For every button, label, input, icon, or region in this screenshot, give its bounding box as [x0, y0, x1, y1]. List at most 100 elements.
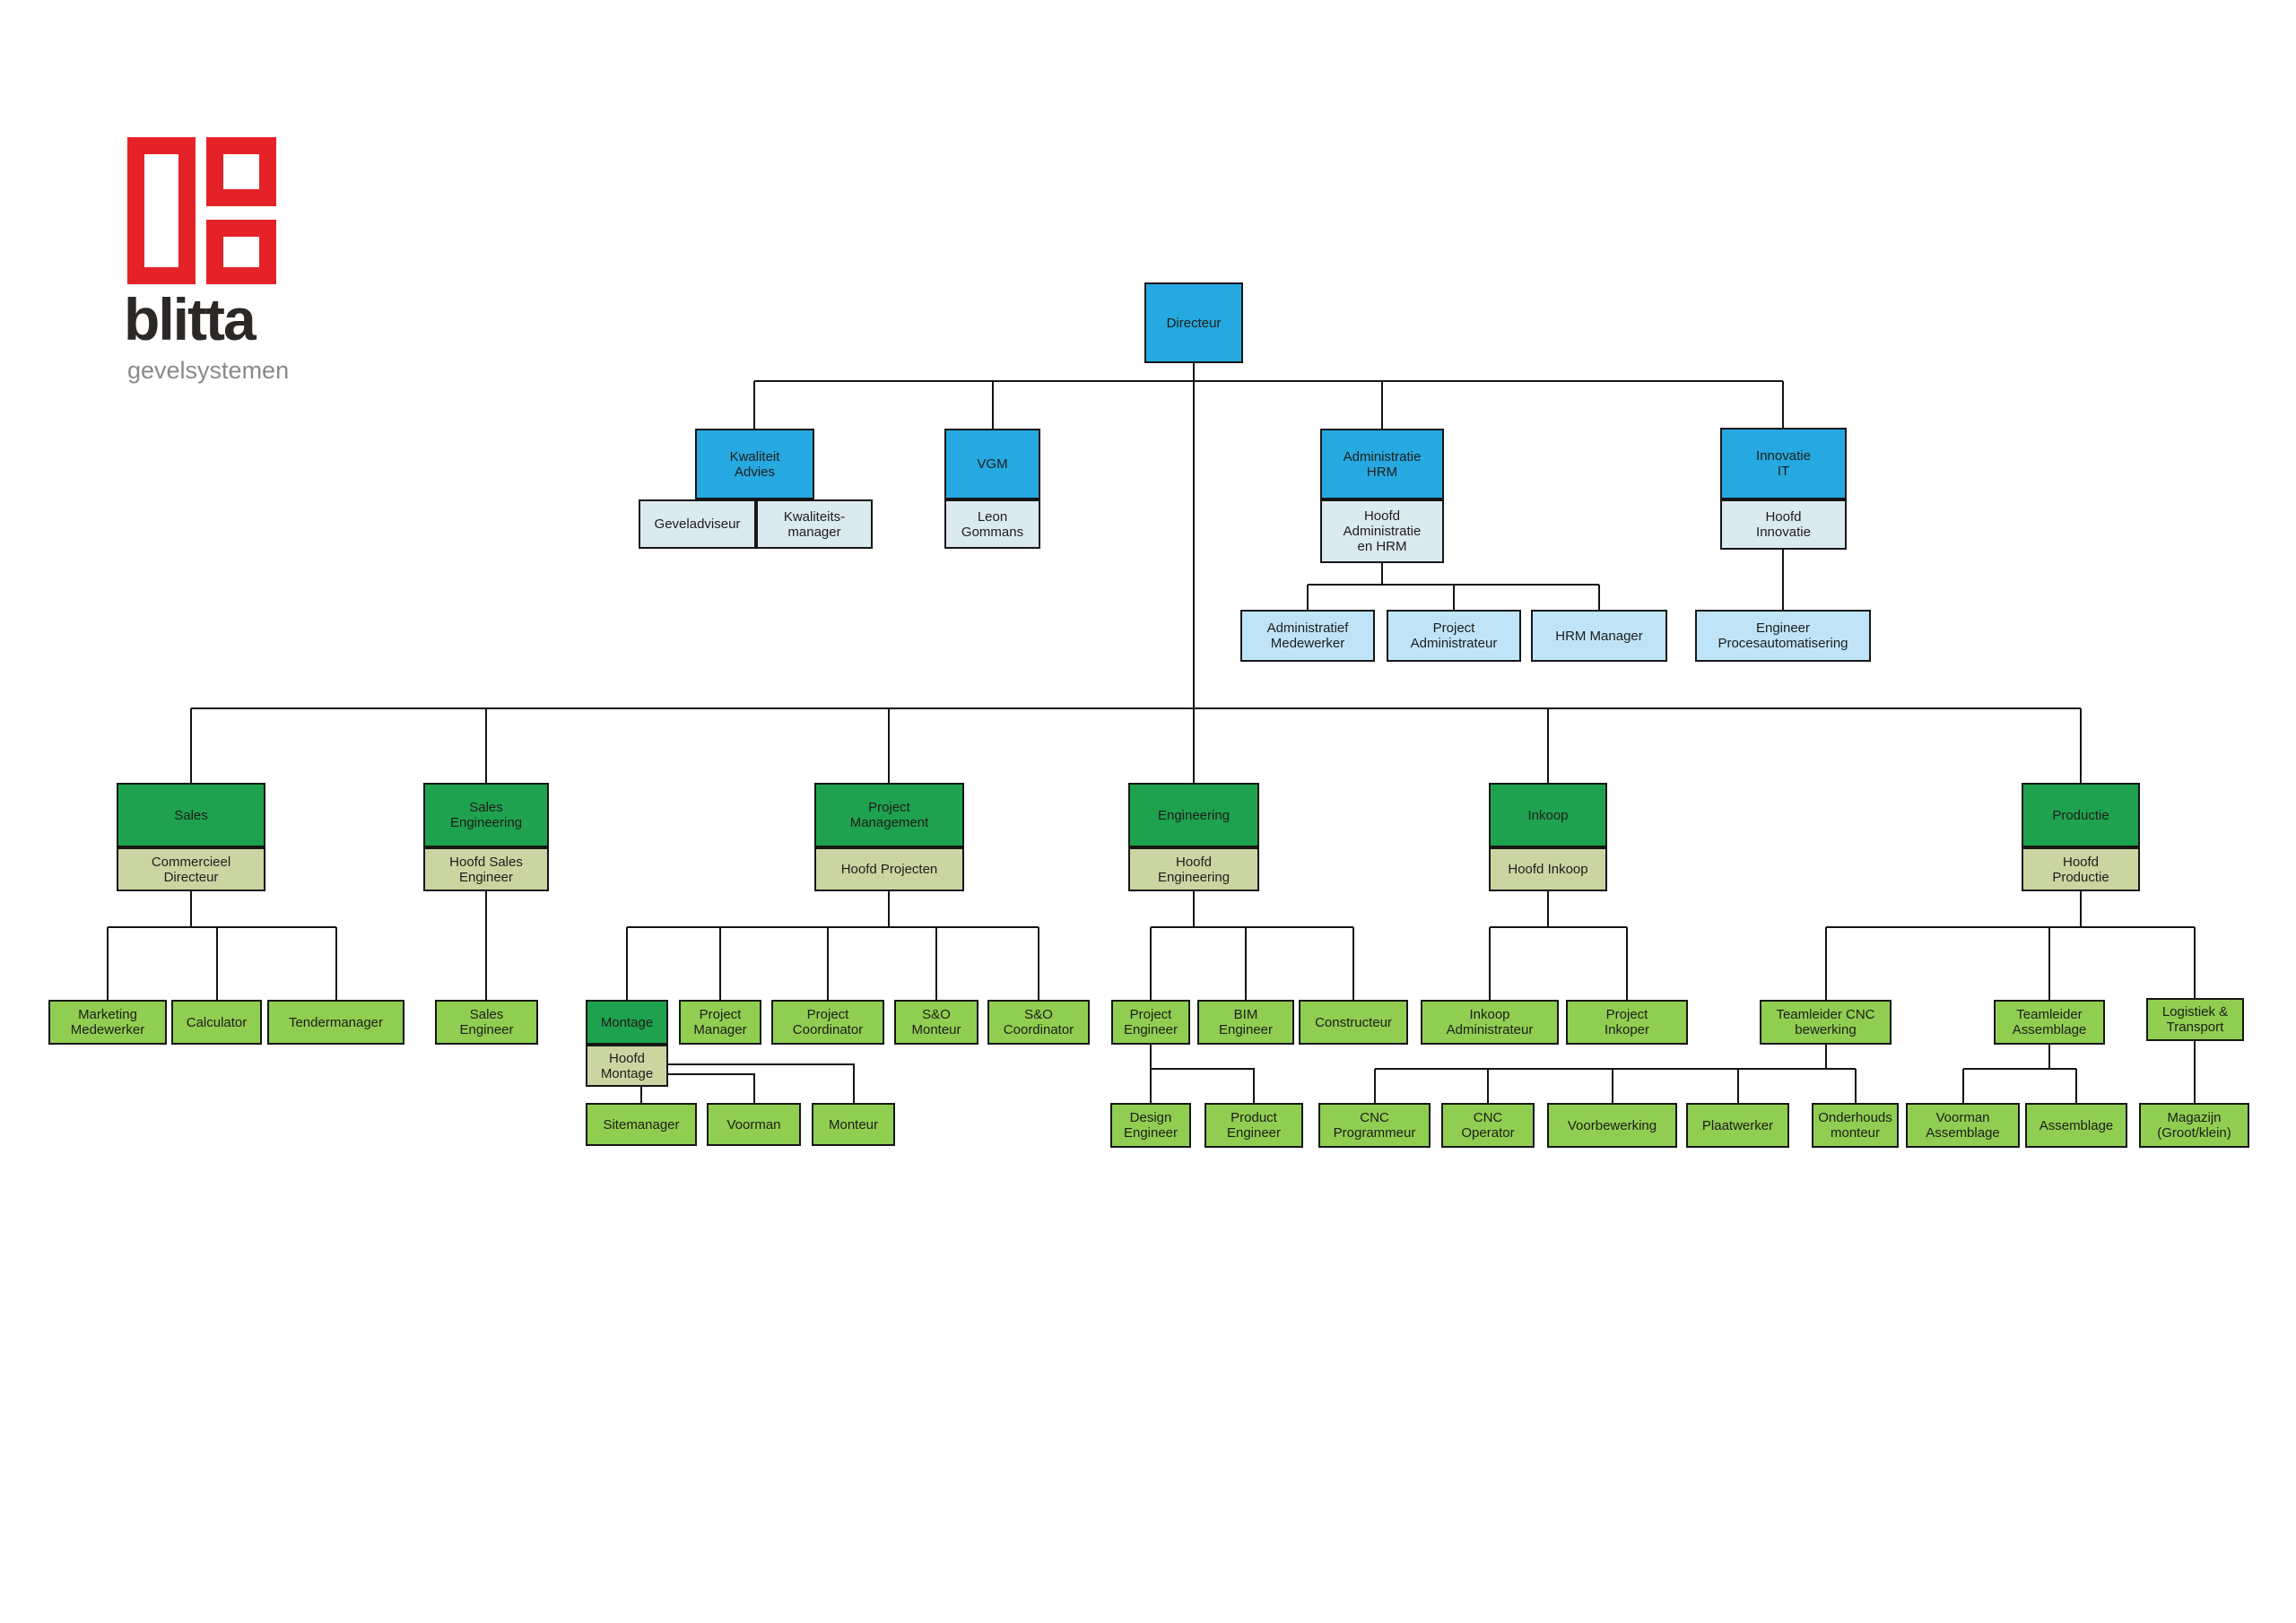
- project-manager-label: Project Manager: [693, 1007, 747, 1037]
- voorbewerking-box: Voorbewerking: [1547, 1103, 1677, 1148]
- engineering-label: Engineering: [1157, 807, 1231, 823]
- kwaliteit-advies-label: Kwaliteit Advies: [729, 448, 780, 480]
- connector-line: [668, 1063, 855, 1103]
- product-engineer-box: Product Engineer: [1205, 1103, 1303, 1148]
- marketing-medewerker-label: Marketing Medewerker: [70, 1007, 145, 1037]
- project-management-box: Project Management: [814, 783, 964, 847]
- sales-box: Sales: [117, 783, 265, 847]
- administratie-hrm-box: Administratie HRM: [1320, 429, 1444, 499]
- logistiek-transport-box: Logistiek & Transport: [2146, 998, 2244, 1041]
- teamleider-assemblage-label: Teamleider Assemblage: [2012, 1007, 2087, 1037]
- connector-line: [1151, 1068, 1255, 1103]
- project-inkoper-box: Project Inkoper: [1566, 1000, 1688, 1045]
- kwaliteitsmanager-box: Kwaliteits- manager: [756, 499, 873, 549]
- project-manager-box: Project Manager: [679, 1000, 761, 1045]
- hoofd-innovatie-box: Hoofd Innovatie: [1720, 499, 1847, 550]
- engineer-procesautomatisering-label: Engineer Procesautomatisering: [1718, 621, 1848, 651]
- voorman-assemblage-label: Voorman Assemblage: [1926, 1110, 2000, 1141]
- sitemanager-label: Sitemanager: [603, 1116, 680, 1133]
- directeur-box: Directeur: [1144, 282, 1243, 363]
- calculator-box: Calculator: [171, 1000, 262, 1045]
- hoofd-montage-box: Hoofd Montage: [586, 1045, 668, 1087]
- inkoop-administrateur-label: Inkoop Administrateur: [1446, 1007, 1534, 1037]
- magazijn-groot-klein-label: Magazijn (Groot/klein): [2157, 1110, 2231, 1141]
- hoofd-innovatie-label: Hoofd Innovatie: [1756, 509, 1811, 540]
- productie-box: Productie: [2022, 783, 2140, 847]
- hoofd-projecten-label: Hoofd Projecten: [840, 862, 938, 877]
- marketing-medewerker-box: Marketing Medewerker: [48, 1000, 167, 1045]
- cnc-programmeur-box: CNC Programmeur: [1318, 1103, 1431, 1148]
- montage-label: Montage: [600, 1014, 654, 1030]
- calculator-label: Calculator: [186, 1014, 248, 1030]
- hoofd-administratie-en-hrm-label: Hoofd Administratie en HRM: [1343, 508, 1422, 554]
- administratie-hrm-label: Administratie HRM: [1343, 448, 1422, 480]
- hoofd-sales-engineer-box: Hoofd Sales Engineer: [423, 847, 549, 891]
- assemblage-box: Assemblage: [2025, 1103, 2127, 1148]
- hoofd-administratie-en-hrm-box: Hoofd Administratie en HRM: [1320, 499, 1444, 563]
- hoofd-sales-engineer-label: Hoofd Sales Engineer: [449, 854, 523, 885]
- teamleider-assemblage-box: Teamleider Assemblage: [1994, 1000, 2105, 1045]
- hrm-manager-label: HRM Manager: [1555, 628, 1643, 644]
- teamleider-cnc-bewerking-label: Teamleider CNC bewerking: [1776, 1007, 1875, 1037]
- inkoop-label: Inkoop: [1527, 807, 1569, 823]
- administratief-medewerker-label: Administratief Medewerker: [1266, 621, 1349, 651]
- voorman-label: Voorman: [726, 1116, 781, 1133]
- magazijn-groot-klein-box: Magazijn (Groot/klein): [2139, 1103, 2249, 1148]
- logistiek-transport-label: Logistiek & Transport: [2161, 1004, 2229, 1035]
- assemblage-label: Assemblage: [2039, 1117, 2114, 1133]
- project-coordinator-box: Project Coordinator: [771, 1000, 884, 1045]
- logo-top-square-icon: [206, 137, 276, 206]
- project-administrateur-box: Project Administrateur: [1387, 610, 1521, 662]
- commercieel-directeur-label: Commercieel Directeur: [151, 854, 231, 885]
- so-monteur-box: S&O Monteur: [894, 1000, 978, 1045]
- administratief-medewerker-box: Administratief Medewerker: [1240, 610, 1375, 662]
- teamleider-cnc-bewerking-box: Teamleider CNC bewerking: [1760, 1000, 1892, 1045]
- hoofd-inkoop-box: Hoofd Inkoop: [1489, 847, 1607, 891]
- constructeur-box: Constructeur: [1299, 1000, 1408, 1045]
- tendermanager-box: Tendermanager: [267, 1000, 404, 1045]
- so-coordinator-box: S&O Coordinator: [987, 1000, 1090, 1045]
- engineer-procesautomatisering-box: Engineer Procesautomatisering: [1695, 610, 1871, 662]
- hoofd-engineering-label: Hoofd Engineering: [1157, 854, 1231, 885]
- sales-label: Sales: [174, 807, 208, 823]
- logo-left-rectangle-icon: [127, 137, 196, 284]
- bim-engineer-label: BIM Engineer: [1218, 1007, 1274, 1037]
- tendermanager-label: Tendermanager: [288, 1014, 384, 1030]
- sales-engineer-label: Sales Engineer: [459, 1007, 514, 1037]
- plaatwerker-label: Plaatwerker: [1701, 1117, 1774, 1133]
- inkoop-box: Inkoop: [1489, 783, 1607, 847]
- sales-engineering-label: Sales Engineering: [449, 800, 523, 830]
- engineering-box: Engineering: [1128, 783, 1259, 847]
- innovatie-it-label: Innovatie IT: [1756, 448, 1811, 479]
- logo-bottom-square-icon: [206, 220, 276, 284]
- hoofd-inkoop-label: Hoofd Inkoop: [1508, 862, 1588, 877]
- design-engineer-box: Design Engineer: [1110, 1103, 1191, 1148]
- leon-gommans-label: Leon Gommans: [961, 508, 1024, 540]
- vgm-box: VGM: [944, 429, 1040, 499]
- kwaliteit-advies-box: Kwaliteit Advies: [695, 429, 814, 499]
- brand-name: blitta: [124, 286, 257, 352]
- hrm-manager-box: HRM Manager: [1531, 610, 1667, 662]
- leon-gommans-box: Leon Gommans: [944, 499, 1040, 549]
- cnc-programmeur-label: CNC Programmeur: [1333, 1110, 1416, 1141]
- onderhouds-monteur-label: Onderhouds monteur: [1818, 1110, 1892, 1141]
- monteur-label: Monteur: [828, 1116, 879, 1133]
- constructeur-label: Constructeur: [1315, 1014, 1392, 1030]
- geveladviseur-box: Geveladviseur: [639, 499, 756, 549]
- montage-box: Montage: [586, 1000, 668, 1045]
- sales-engineer-box: Sales Engineer: [435, 1000, 538, 1045]
- commercieel-directeur-box: Commercieel Directeur: [117, 847, 265, 891]
- so-monteur-label: S&O Monteur: [911, 1007, 961, 1037]
- inkoop-administrateur-box: Inkoop Administrateur: [1421, 1000, 1559, 1045]
- plaatwerker-box: Plaatwerker: [1686, 1103, 1789, 1148]
- project-inkoper-label: Project Inkoper: [1604, 1007, 1650, 1037]
- project-engineer-box: Project Engineer: [1111, 1000, 1190, 1045]
- project-engineer-label: Project Engineer: [1123, 1007, 1178, 1037]
- monteur-box: Monteur: [812, 1103, 895, 1146]
- so-coordinator-label: S&O Coordinator: [1003, 1007, 1074, 1037]
- brand-tagline: gevelsystemen: [127, 357, 290, 384]
- bim-engineer-box: BIM Engineer: [1197, 1000, 1294, 1045]
- hoofd-projecten-box: Hoofd Projecten: [814, 847, 964, 891]
- geveladviseur-label: Geveladviseur: [654, 516, 741, 532]
